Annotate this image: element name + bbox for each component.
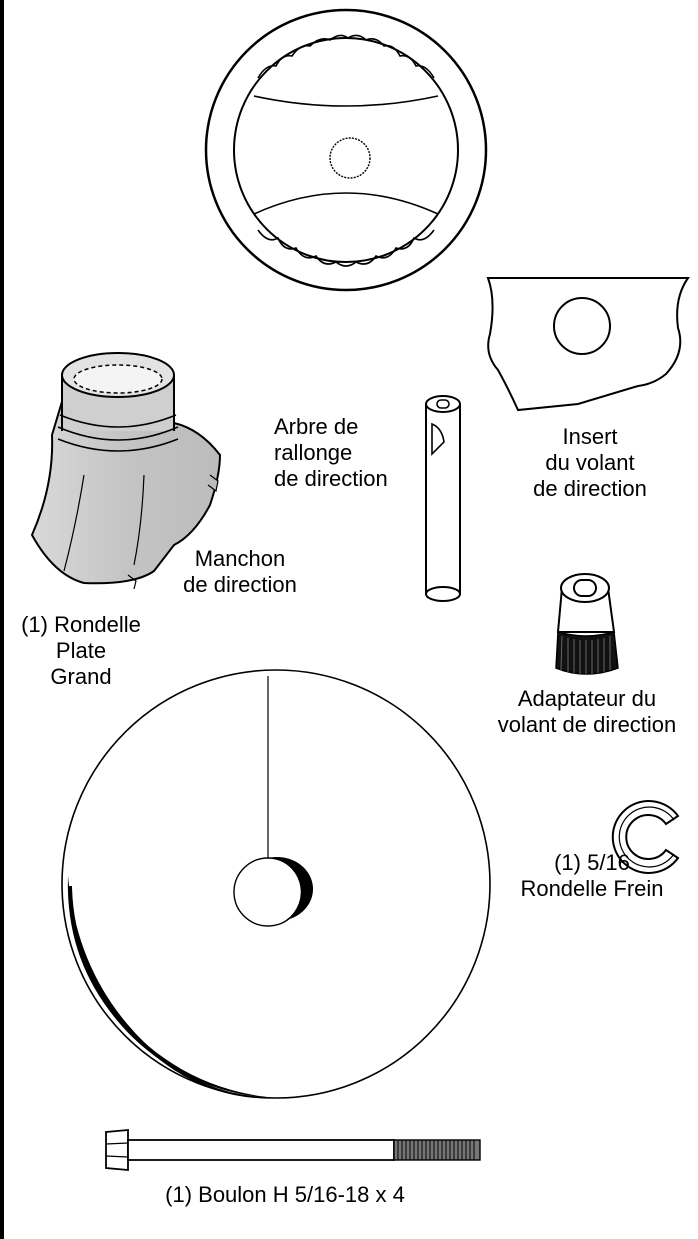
page-left-border [0,0,4,1239]
steering-wheel-insert-icon [486,277,690,412]
lock-washer-icon [611,800,680,874]
steering-adapter-icon [555,573,619,675]
extension-shaft-icon [425,395,461,602]
hex-bolt-icon [105,1129,481,1171]
steering-wheel-icon [204,8,488,292]
flat-washer-icon [61,669,491,1099]
hex-bolt-label: (1) Boulon H 5/16-18 x 4 [165,1182,405,1207]
steering-sleeve-icon [30,352,222,590]
